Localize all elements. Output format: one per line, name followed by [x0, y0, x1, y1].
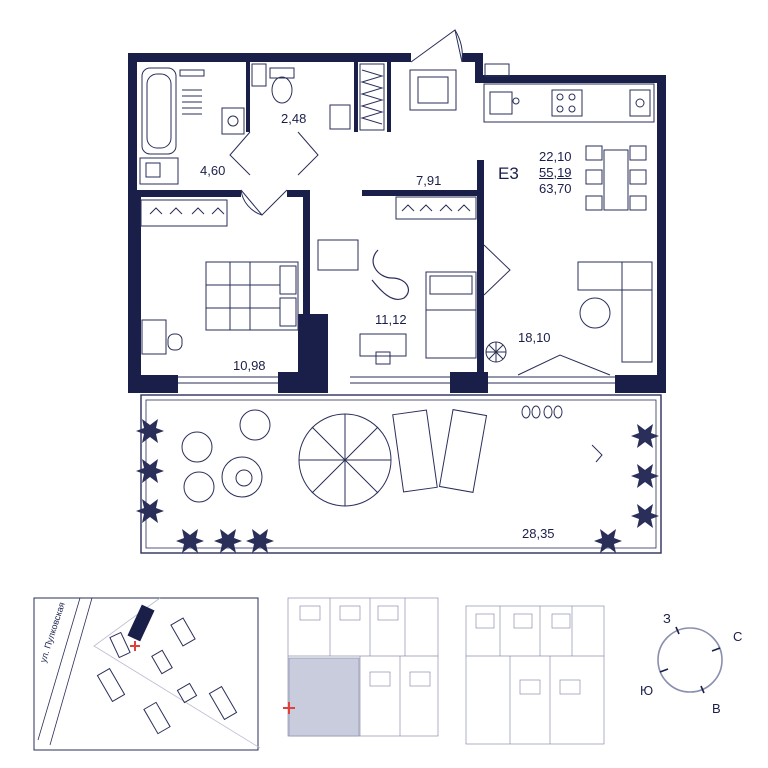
bed-icon	[205, 261, 299, 331]
room-area-hall: 7,91	[416, 173, 442, 188]
living-area: 22,10	[539, 149, 572, 164]
room-area-wc: 2,48	[281, 111, 307, 126]
floor-key-plan	[287, 597, 605, 745]
slippers-icon	[521, 405, 603, 463]
area-without-terrace: 55,19	[539, 165, 572, 180]
towel-rack-icon	[182, 89, 202, 115]
radiator-icon	[359, 63, 457, 131]
compass-icon	[657, 626, 723, 694]
toy-track-icon	[371, 249, 409, 300]
location-marker-icon	[283, 702, 295, 714]
plant-icon	[485, 341, 507, 363]
sofa-icon	[577, 261, 653, 363]
desk-icon	[141, 319, 183, 355]
highlighted-apartment	[288, 657, 360, 737]
compass-north: С	[733, 629, 743, 644]
plant-icon	[136, 419, 659, 553]
location-marker-icon	[130, 641, 140, 651]
kitchen-counter	[483, 63, 655, 123]
kids-wardrobe-icon	[395, 196, 477, 220]
total-area: 63,70	[539, 181, 572, 196]
umbrella-icon	[298, 413, 392, 507]
room-area-kids-room: 11,12	[375, 312, 407, 327]
windows	[178, 376, 615, 384]
apartment-walls	[128, 53, 666, 393]
bathtub-icon	[141, 67, 205, 155]
compass-east: В	[712, 701, 721, 716]
toilet-icon	[251, 63, 351, 130]
room-area-terrace: 28,35	[522, 526, 555, 541]
dining-table-icon	[585, 145, 647, 211]
deck-chairs-icon	[392, 409, 488, 493]
selected-building	[127, 604, 155, 642]
garden-chairs-icon	[181, 409, 271, 503]
room-area-living-kitchen: 18,10	[518, 330, 551, 345]
room-area-bedroom: 10,98	[233, 358, 266, 373]
compass-west: З	[663, 611, 671, 626]
kids-desk-icon	[317, 239, 407, 365]
kids-bed-icon	[425, 271, 477, 359]
room-area-bathroom: 4,60	[200, 163, 226, 178]
compass-south: Ю	[640, 683, 654, 698]
sink-icon	[139, 107, 245, 185]
doors	[229, 29, 611, 376]
wardrobe-icon	[140, 199, 228, 227]
apartment-code: Е3	[498, 164, 519, 183]
